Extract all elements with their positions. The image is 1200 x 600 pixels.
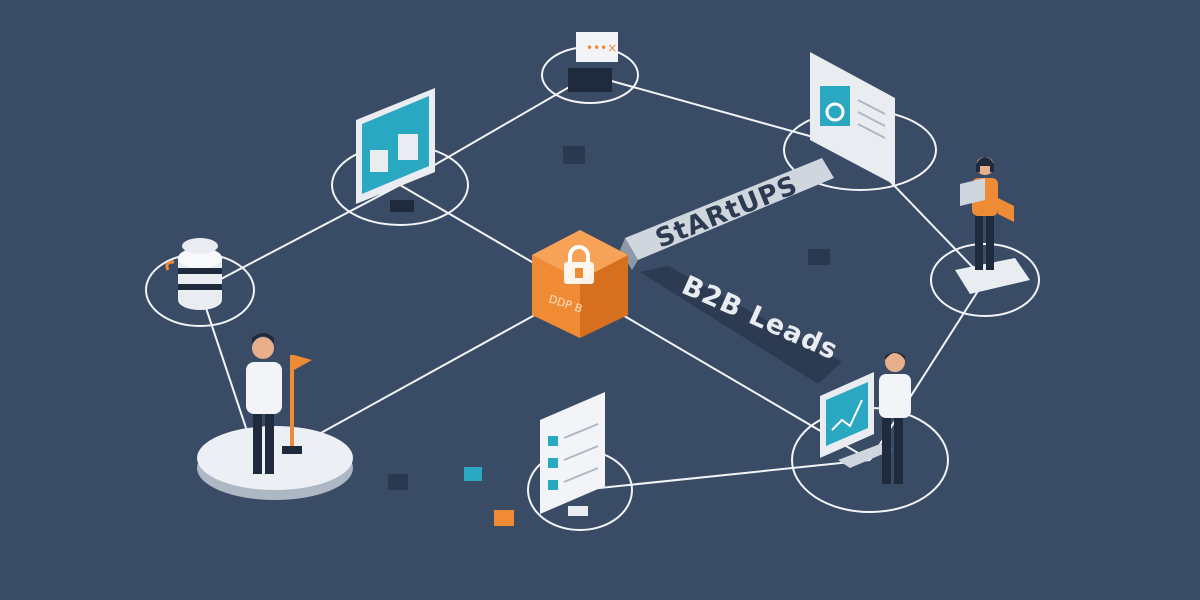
lock-document-icon	[810, 52, 895, 185]
checklist-document-icon	[540, 392, 605, 516]
monitor-dashboard-icon	[356, 88, 435, 212]
floating-cubes	[388, 146, 830, 526]
left-platform	[197, 426, 353, 500]
person-with-laptop	[955, 157, 1030, 294]
banner-startups: StARtUPS	[620, 158, 834, 270]
banner-startups-label: StARtUPS	[651, 170, 802, 254]
person-analyst	[879, 352, 911, 484]
database-stack-icon	[165, 238, 222, 310]
hub-cube: DDP B	[532, 230, 628, 338]
node-person-right	[930, 243, 1040, 317]
chat-password-icon: •••×	[568, 32, 618, 92]
analytics-monitor-icon	[820, 372, 892, 468]
banner-b2b-label: B2B Leads	[677, 270, 843, 366]
person-with-flag	[246, 333, 312, 474]
lock-cube-icon	[564, 245, 594, 284]
svg-text:•••×: •••×	[586, 41, 617, 55]
banner-b2b: B2B Leads	[640, 266, 843, 384]
